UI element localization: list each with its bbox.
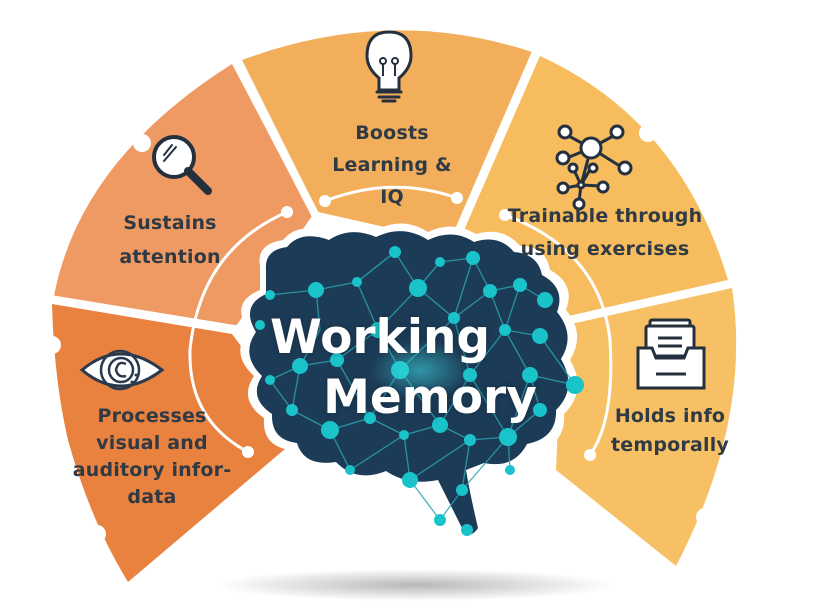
label-attention: Sustains attention — [119, 212, 221, 268]
segment-learning — [242, 30, 532, 242]
center-title: Working Memory — [250, 308, 560, 428]
label-learning: Boosts Learning & IQ — [332, 122, 452, 208]
center-title-line1: Working — [269, 310, 491, 365]
lightbulb-icon — [365, 30, 413, 103]
segment-attention — [54, 64, 312, 326]
center-title-line2: Memory — [323, 370, 537, 425]
connector-dots — [242, 192, 596, 461]
segment-dividers — [46, 48, 738, 334]
eye-icon — [79, 349, 165, 391]
file-tray-icon — [636, 318, 706, 390]
brain-network-icon — [240, 223, 584, 544]
magnifying-glass-icon — [152, 135, 212, 195]
connector-arcs — [188, 185, 613, 456]
label-holds: Holds info temporally — [610, 405, 730, 456]
label-trainable: Trainable through using exercises — [507, 205, 703, 260]
ground-shadow — [215, 569, 615, 601]
network-nodes-icon — [555, 124, 633, 211]
rim-notches — [43, 124, 754, 543]
label-processes: Processes visual and auditory infor- dat… — [72, 405, 232, 508]
